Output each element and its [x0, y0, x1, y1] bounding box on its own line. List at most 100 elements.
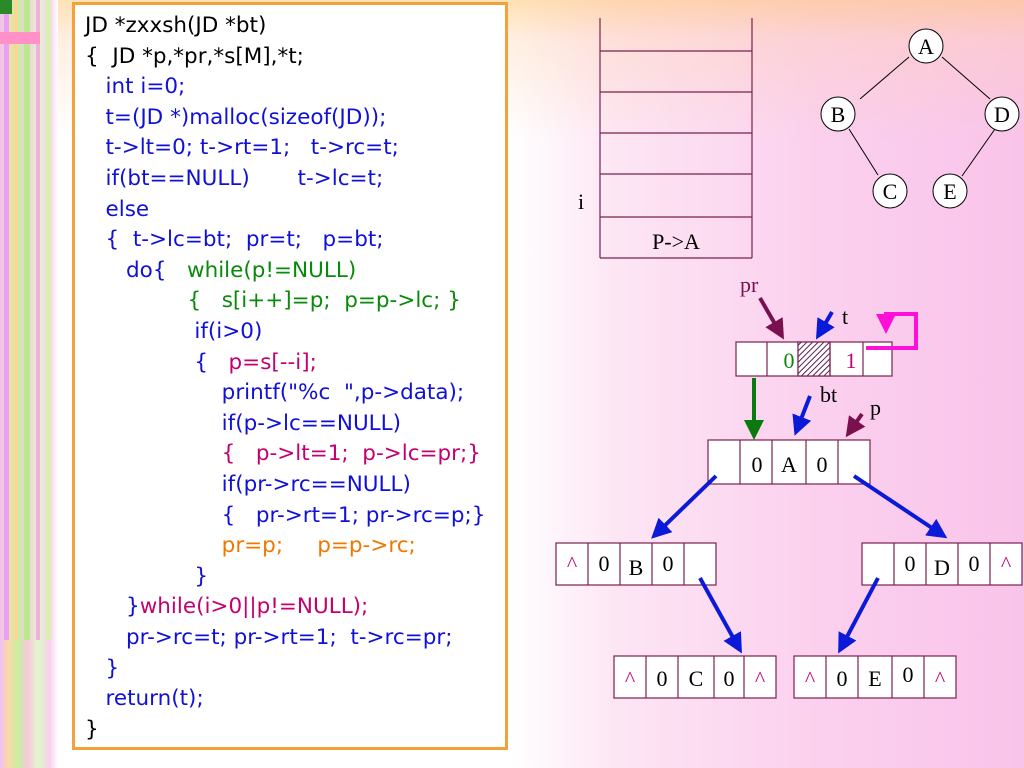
tree-node-label: C: [883, 179, 898, 204]
code-line: JD *zxxsh(JD *bt): [85, 13, 266, 39]
code-line: if(bt==NULL) t->lc=t;: [85, 166, 384, 192]
node-c-rc: ^: [755, 666, 766, 691]
stripe: [24, 0, 30, 640]
code-line: else: [85, 196, 150, 223]
stack: [599, 18, 753, 259]
tree-node-label: E: [943, 179, 956, 204]
tree-node-e: E: [932, 173, 968, 209]
pointer-label-bt: bt: [820, 382, 837, 407]
head-rt-value: 1: [846, 348, 857, 373]
tree-node-c: C: [872, 173, 908, 209]
node-d-rt: 0: [969, 551, 980, 576]
code-token: printf("%c ",p->data);: [85, 380, 465, 406]
code-token: JD *zxxsh(JD *bt): [85, 13, 267, 38]
code-token: p=s[--i];: [228, 349, 317, 375]
tree-node-label: D: [994, 102, 1010, 127]
head-rc-loop-arrow: [866, 312, 918, 350]
code-token: pr->rc=t; pr->rt=1; t->rc=pr;: [85, 625, 453, 650]
code-line: pr=p; p=p->rc;: [85, 533, 416, 559]
stack-bottom-label: P->A: [652, 229, 700, 254]
tree-edge: [941, 56, 991, 100]
node-c-lc: ^: [625, 666, 636, 691]
tree-node-b: B: [820, 96, 856, 132]
code-token: if(p->lc==NULL): [85, 410, 402, 436]
code-token: { JD *p,*pr,*s[M],*t;: [85, 43, 304, 69]
code-line: pr->rc=t; pr->rt=1; t->rc=pr;: [85, 625, 453, 651]
node-b-rt: 0: [663, 551, 674, 576]
node-c: [613, 655, 777, 699]
code-token: if(pr->rc==NULL): [85, 472, 411, 497]
code-line: int i=0;: [85, 74, 186, 100]
node-e: [793, 655, 957, 699]
code-line: do{ while(p!=NULL): [85, 258, 356, 284]
node-e-lc: ^: [805, 666, 816, 691]
node-e-rt: 0: [903, 662, 914, 687]
node-e-rc: ^: [935, 666, 946, 691]
node-d: [861, 542, 1023, 586]
code-token: else: [85, 196, 150, 222]
code-token: do{: [85, 257, 187, 283]
corner-block: [0, 0, 12, 14]
code-token: if(bt==NULL) t->lc=t;: [85, 166, 384, 191]
corner-bar: [0, 32, 40, 44]
code-line: }: [85, 655, 120, 682]
left-decorative-strip: [0, 0, 58, 768]
head-lt-value: 0: [784, 348, 795, 373]
stripe: [14, 0, 18, 640]
a-lc-arrow: [651, 474, 718, 539]
stack-index-label: i: [578, 189, 584, 214]
tree-node-d: D: [984, 96, 1020, 132]
pointer-label-t: t: [842, 304, 848, 329]
code-line: { p=s[--i];: [85, 350, 317, 376]
code-line: t->lt=0; t->rt=1; t->rc=t;: [85, 135, 399, 161]
code-line: { JD *p,*pr,*s[M],*t;: [85, 44, 304, 70]
node-e-lt: 0: [837, 666, 848, 691]
node-b-lt: 0: [599, 551, 610, 576]
node-a-lt: 0: [752, 452, 763, 477]
t-arrow: [815, 310, 835, 340]
code-token: while(p!=NULL): [187, 257, 357, 283]
code-line: }while(i>0||p!=NULL);: [85, 594, 368, 620]
pr-arrow: [758, 296, 785, 340]
node-d-lt: 0: [905, 551, 916, 576]
tree-edge: [859, 56, 910, 100]
code-line: }: [85, 564, 208, 590]
node-d-data: D: [934, 555, 950, 580]
code-line: { s[i++]=p; p=p->lc; }: [85, 288, 461, 314]
code-token: { s[i++]=p; p=p->lc; }: [85, 288, 461, 314]
node-c-lt: 0: [657, 666, 668, 691]
code-token: }: [85, 563, 209, 589]
code-token: pr=p; p=p->rc;: [85, 533, 416, 559]
node-b: [555, 542, 717, 586]
a-rc-arrow: [852, 474, 948, 539]
code-line: return(t);: [85, 686, 204, 712]
bt-arrow: [792, 395, 812, 436]
code-line: { p->lt=1; p->lc=pr;}: [85, 441, 481, 467]
code-token: }: [85, 655, 120, 681]
code-token: return(t);: [85, 686, 204, 712]
code-line: { t->lc=bt; pr=t; p=bt;: [85, 227, 384, 253]
code-token: while(i>0||p!=NULL);: [139, 594, 369, 620]
code-token: { t->lc=bt; pr=t; p=bt;: [85, 227, 384, 253]
node-a-rt: 0: [817, 452, 828, 477]
code-line: if(i>0): [85, 319, 262, 345]
tree-node-label: B: [831, 102, 846, 127]
node-b-lc: ^: [567, 551, 578, 576]
code-line: printf("%c ",p->data);: [85, 380, 465, 406]
node-c-rt: 0: [724, 666, 735, 691]
pointer-label-pr: pr: [740, 272, 759, 297]
code-token: int i=0;: [85, 74, 186, 100]
node-a: [707, 439, 871, 485]
code-token: { pr->rt=1; pr->rc=p;}: [85, 502, 486, 528]
code-token: if(i>0): [85, 319, 263, 344]
tree-node-label: A: [918, 34, 934, 59]
d-lc-arrow: [838, 577, 880, 654]
code-token: t=(JD *)malloc(sizeof(JD));: [85, 104, 387, 130]
pointer-label-p: p: [870, 395, 881, 420]
code-panel: JD *zxxsh(JD *bt) { JD *p,*pr,*s[M],*t; i…: [72, 2, 508, 750]
tree-node-a: A: [908, 28, 944, 64]
code-token: }: [85, 716, 99, 742]
node-b-data: B: [629, 555, 644, 580]
code-line: t=(JD *)malloc(sizeof(JD));: [85, 104, 387, 131]
